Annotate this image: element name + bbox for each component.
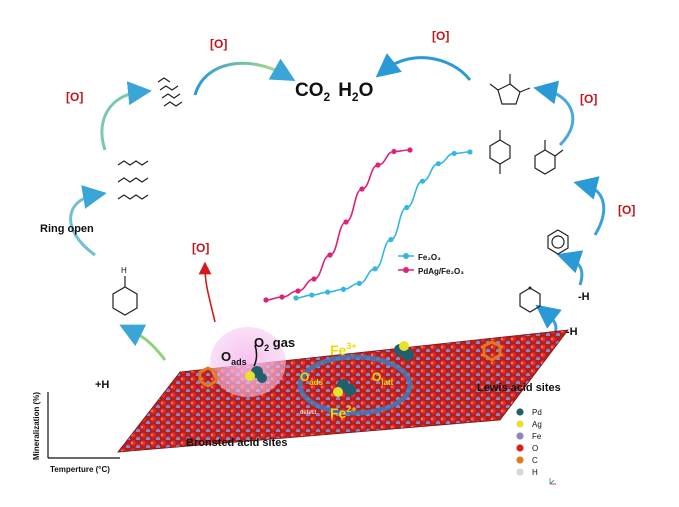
plus-h-label: +H bbox=[95, 379, 109, 391]
svg-text:H: H bbox=[121, 266, 127, 275]
minus-h-label-1: -H bbox=[578, 291, 590, 303]
axis-triad-icon bbox=[549, 478, 556, 485]
temperature-axis-label: Temperture (°C) bbox=[50, 465, 110, 474]
mineralization-axis-label: Mineralization (%) bbox=[32, 392, 41, 460]
series-0-point-2 bbox=[325, 289, 331, 295]
series-1-point-8 bbox=[391, 148, 397, 155]
o-latt-label: Olatt bbox=[372, 370, 394, 387]
adsorbed-benzene-left-icon bbox=[198, 366, 218, 388]
benzoquinone-icon bbox=[489, 130, 511, 174]
pdag-cluster-1 bbox=[245, 366, 267, 383]
arrow-to-co2 bbox=[193, 58, 296, 96]
legend-label-fe: Fe bbox=[532, 432, 542, 441]
series-line-1 bbox=[265, 149, 411, 301]
defect-label: defect bbox=[300, 410, 317, 416]
fe2-label: Fe2+ bbox=[330, 404, 357, 421]
adsorbed-benzene-right-icon bbox=[482, 340, 502, 362]
series-1-point-3 bbox=[311, 276, 317, 282]
series-line-0 bbox=[295, 151, 471, 299]
legend-swatch-fe bbox=[516, 432, 524, 440]
series-1-point-1 bbox=[279, 294, 285, 300]
series-1-point-0 bbox=[263, 297, 269, 303]
chart-legend: Fe₂O₃ PdAg/Fe₂O₃ bbox=[398, 253, 464, 276]
series-0-point-10 bbox=[451, 150, 457, 157]
minus-h-label-2: -H bbox=[566, 326, 578, 338]
legend-label-pdag: PdAg/Fe₂O₃ bbox=[418, 267, 464, 276]
oxidation-label-1: [O] bbox=[66, 90, 83, 104]
legend-marker-fe2o3 bbox=[403, 253, 409, 259]
alkane-chains-icon bbox=[117, 160, 149, 200]
legend-label-pd: Pd bbox=[532, 408, 542, 417]
oxidation-label-3: [O] bbox=[432, 29, 449, 43]
series-1-point-2 bbox=[295, 288, 301, 294]
o-ads-label: Oads bbox=[221, 349, 247, 367]
oxidation-label-2: [O] bbox=[210, 37, 227, 51]
series-0-point-3 bbox=[340, 286, 347, 292]
benzene-icon bbox=[547, 229, 569, 255]
legend-label-c: C bbox=[532, 456, 538, 465]
arrow-plus-h bbox=[119, 324, 167, 361]
arrow-alkanes-to-alkenes bbox=[100, 81, 152, 151]
legend-label-fe2o3: Fe₂O₃ bbox=[418, 253, 441, 262]
series-0-point-11 bbox=[467, 149, 473, 155]
oxidation-label-5: [O] bbox=[618, 203, 635, 217]
conversion-chart bbox=[263, 147, 473, 303]
ortho-quinone-icon bbox=[534, 140, 564, 175]
legend-label-h: H bbox=[532, 468, 538, 477]
pdag-cluster-2 bbox=[333, 379, 356, 397]
legend-swatch-o bbox=[516, 444, 524, 452]
oxygen-bubble bbox=[210, 327, 286, 397]
legend-swatch-h bbox=[516, 468, 524, 476]
o-ads-label-2: Oads bbox=[300, 370, 324, 387]
arrow-ring-open bbox=[69, 185, 107, 257]
maleic-anhydride-icon bbox=[489, 74, 531, 105]
series-0-point-1 bbox=[309, 292, 315, 298]
series-1-point-7 bbox=[375, 162, 381, 168]
alkene-fragments-icon bbox=[157, 77, 183, 107]
legend-label-ag: Ag bbox=[532, 420, 542, 429]
o2-arrow bbox=[253, 344, 258, 367]
bronsted-label: Bronsted acid sites bbox=[186, 437, 287, 449]
series-1-point-5 bbox=[343, 219, 349, 225]
oxidation-label-4: [O] bbox=[580, 92, 597, 106]
series-0-point-9 bbox=[435, 161, 441, 167]
pdag-cluster-3 bbox=[394, 341, 414, 361]
series-0-point-5 bbox=[372, 266, 378, 272]
cyclohexyl-icon bbox=[519, 286, 541, 313]
fe3-label: Fe3+ bbox=[330, 341, 357, 358]
arrow-maleic-to-co2 bbox=[375, 53, 472, 81]
redox-cycle-ring bbox=[297, 354, 413, 416]
series-0-point-0 bbox=[293, 295, 299, 301]
series-0-point-6 bbox=[388, 237, 394, 243]
series-0-point-8 bbox=[419, 178, 426, 184]
o2-gas-label: O2 gas bbox=[254, 335, 295, 353]
legend-swatch-c bbox=[516, 456, 524, 464]
arrow-quinone-to-maleic bbox=[533, 80, 575, 147]
lewis-label: Lewis acid sites bbox=[477, 382, 561, 394]
legend-swatch-ag bbox=[516, 420, 524, 428]
series-1-point-4 bbox=[327, 252, 333, 258]
series-0-point-7 bbox=[404, 204, 410, 211]
series-1-point-9 bbox=[407, 147, 413, 153]
arrow-benzene-to-quinone bbox=[573, 176, 606, 236]
legend-swatch-pd bbox=[516, 408, 524, 416]
cyclohexyl-cation-icon: H bbox=[112, 266, 138, 316]
ring-open-label: Ring open bbox=[40, 223, 94, 235]
arrow-cyclohexyl-to-benzene bbox=[556, 250, 584, 286]
legend-label-o: O bbox=[532, 444, 538, 453]
oxidation-label-6: [O] bbox=[192, 241, 209, 255]
mineralization-axes: Mineralization (%) Temperture (°C) bbox=[32, 392, 120, 474]
series-1-point-6 bbox=[359, 186, 365, 192]
series-0-point-4 bbox=[356, 280, 362, 286]
legend-marker-pdag bbox=[403, 267, 409, 273]
arrow-oxidation-up bbox=[198, 261, 216, 323]
